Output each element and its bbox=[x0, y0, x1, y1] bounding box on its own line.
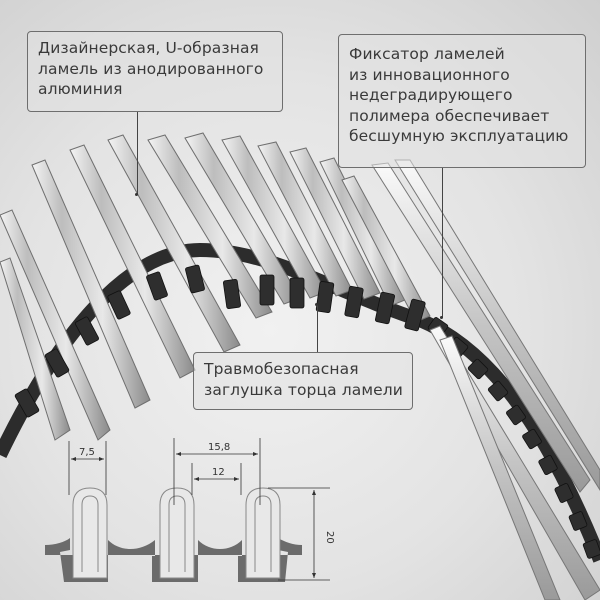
callout-line: полимера обеспечивает bbox=[349, 106, 550, 125]
callout-line: недеградирующего bbox=[349, 86, 513, 104]
callout-aluminum-slat: Дизайнерская, U-образная ламель из аноди… bbox=[27, 31, 283, 112]
end-caps bbox=[14, 264, 600, 559]
leader-dot bbox=[135, 193, 138, 196]
dim-pitch: 15,8 bbox=[208, 442, 230, 453]
leader-dot bbox=[440, 316, 443, 319]
callout-line: из инновационного bbox=[349, 65, 510, 84]
dim-gap: 12 bbox=[212, 467, 225, 478]
callout-line: ламель из анодированного bbox=[38, 59, 264, 78]
leader-line bbox=[442, 168, 443, 318]
dim-slat-width: 7,5 bbox=[79, 447, 95, 458]
leader-dot bbox=[315, 303, 318, 306]
callout-line: Фиксатор ламелей bbox=[349, 45, 505, 63]
leader-line bbox=[137, 112, 138, 194]
callout-line: заглушка торца ламели bbox=[204, 380, 403, 399]
callout-line: бесшумную эксплуатацию bbox=[349, 127, 569, 145]
callout-line: Травмобезопасная bbox=[204, 360, 359, 378]
callout-polymer-fixer: Фиксатор ламелей из инновационного недег… bbox=[338, 34, 586, 168]
aluminum-slats-right bbox=[371, 159, 600, 600]
dim-height: 20 bbox=[324, 531, 335, 544]
callout-line: Дизайнерская, U-образная bbox=[38, 39, 259, 57]
dimension-lines bbox=[68, 438, 330, 581]
aluminum-slats bbox=[0, 132, 431, 441]
slat-profiles bbox=[72, 487, 281, 579]
callout-line: алюминия bbox=[38, 80, 123, 98]
dimension-arrows bbox=[71, 452, 316, 578]
leader-line bbox=[317, 305, 318, 352]
callout-end-cap: Травмобезопасная заглушка торца ламели bbox=[193, 352, 413, 410]
